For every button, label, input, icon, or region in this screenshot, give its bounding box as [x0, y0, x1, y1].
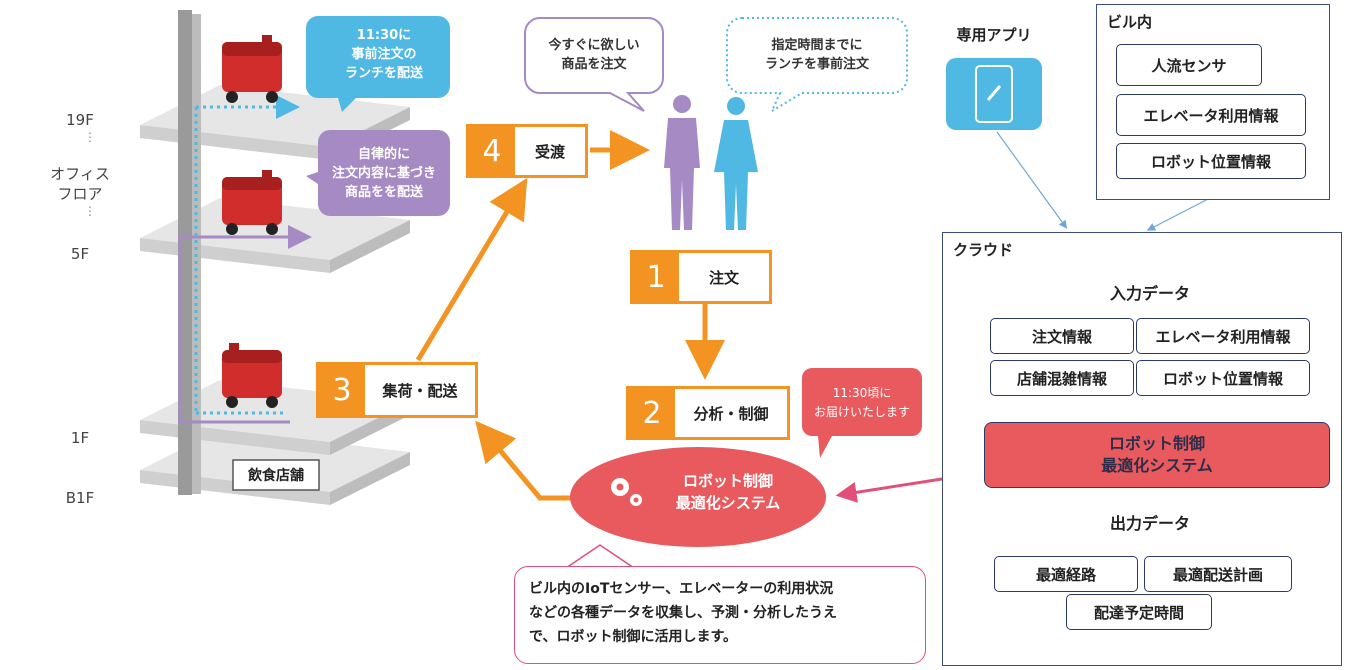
- restaurant-box: [232, 459, 320, 491]
- floor-label-5f: 5F: [70, 245, 90, 263]
- output-data-title: 出力データ: [1109, 514, 1190, 533]
- smartphone-app-icon: [946, 58, 1042, 130]
- floor-label-b1f: B1F: [65, 489, 95, 507]
- app-title: 専用アプリ: [956, 26, 1032, 44]
- bubble-now-text: 今すぐに欲しい 商品を注文: [548, 38, 640, 72]
- bubble-time-text: 指定時間までに ランチを事前注文: [764, 38, 869, 72]
- arrow-system-to-step3: [475, 420, 578, 501]
- output-item-eta: 配達予定時間: [1066, 594, 1212, 630]
- cloud-system-box: ロボット制御 最適化システム: [984, 422, 1330, 488]
- building-item-flow-sensor: 人流センサ: [1116, 44, 1262, 86]
- step-4-box: 4 受渡: [466, 124, 588, 178]
- system-title-line2: 最適化システム: [675, 494, 781, 512]
- arrow-step3-to-step4: [415, 177, 528, 362]
- person-woman-icon: [714, 97, 758, 230]
- delivery-robot-icon-19f: [222, 35, 282, 103]
- bubble-blue-shape: [306, 16, 450, 112]
- step-2-box: 2 分析・制御: [626, 386, 790, 440]
- bubble-red-text: 11:30頃に お届けいたします: [813, 386, 910, 419]
- step-2-label: 分析・制御: [693, 404, 769, 423]
- building-panel-title: ビル内: [1107, 13, 1153, 31]
- app-to-cloud-arrow: [996, 131, 1068, 229]
- cloud-panel-title: クラウド: [953, 241, 1014, 259]
- input-item-store-congestion: 店舗混雑情報: [990, 360, 1134, 396]
- floor-dots-upper: ⋮: [84, 130, 96, 144]
- input-data-title: 入力データ: [1109, 284, 1190, 303]
- bubble-now-shape: [524, 17, 664, 112]
- system-title: ロボット制御 最適化システム: [648, 470, 808, 514]
- step-4-number: 4: [469, 127, 515, 175]
- floor-dots-lower: ⋮: [84, 204, 96, 218]
- description-note: ビル内のIoTセンサー、エレベーターの利用状況 などの各種データを収集し、予測・…: [514, 566, 926, 664]
- floor-label-19f: 19F: [66, 111, 94, 129]
- step-3-label: 集荷・配送: [382, 381, 458, 400]
- floor-label-1f: 1F: [70, 429, 90, 447]
- bubble-purple-text: 自律的に 注文内容に基づき 商品をを配送: [331, 147, 436, 200]
- delivery-robot-icon-1f: [222, 343, 282, 408]
- purple-route-line: [178, 235, 290, 424]
- step-4-label: 受渡: [534, 142, 565, 161]
- floor-label-office: オフィス フロア: [50, 165, 110, 203]
- building-item-robot-pos: ロボット位置情報: [1116, 143, 1306, 179]
- output-item-route: 最適経路: [994, 556, 1138, 592]
- gear-icon: [611, 478, 642, 506]
- step-1-box: 1 注文: [630, 250, 772, 304]
- step-2-number: 2: [629, 389, 675, 437]
- step-3-number: 3: [319, 365, 365, 415]
- delivery-robot-icon-5f: [222, 170, 282, 235]
- system-title-line1: ロボット制御: [682, 472, 773, 490]
- building-to-cloud-arrow: [1146, 197, 1211, 231]
- person-man-icon: [664, 95, 700, 230]
- system-ellipse: [570, 447, 826, 547]
- step-3-box: 3 集荷・配送: [316, 362, 478, 418]
- input-item-order: 注文情報: [990, 318, 1134, 354]
- bubble-purple-shape: [306, 130, 450, 216]
- step-1-number: 1: [633, 253, 679, 301]
- output-item-plan: 最適配送計画: [1144, 556, 1292, 592]
- bubble-time-shape: [726, 17, 908, 114]
- building-item-elevator: エレベータ利用情報: [1116, 94, 1306, 136]
- restaurant-label: 飲食店舗: [248, 468, 304, 484]
- input-item-robot-pos: ロボット位置情報: [1136, 360, 1310, 396]
- input-item-elevator: エレベータ利用情報: [1136, 318, 1310, 354]
- step-1-label: 注文: [708, 268, 739, 287]
- bubble-blue-text: 11:30に 事前注文の ランチを配送: [344, 28, 423, 81]
- bubble-red-shape: [802, 368, 922, 458]
